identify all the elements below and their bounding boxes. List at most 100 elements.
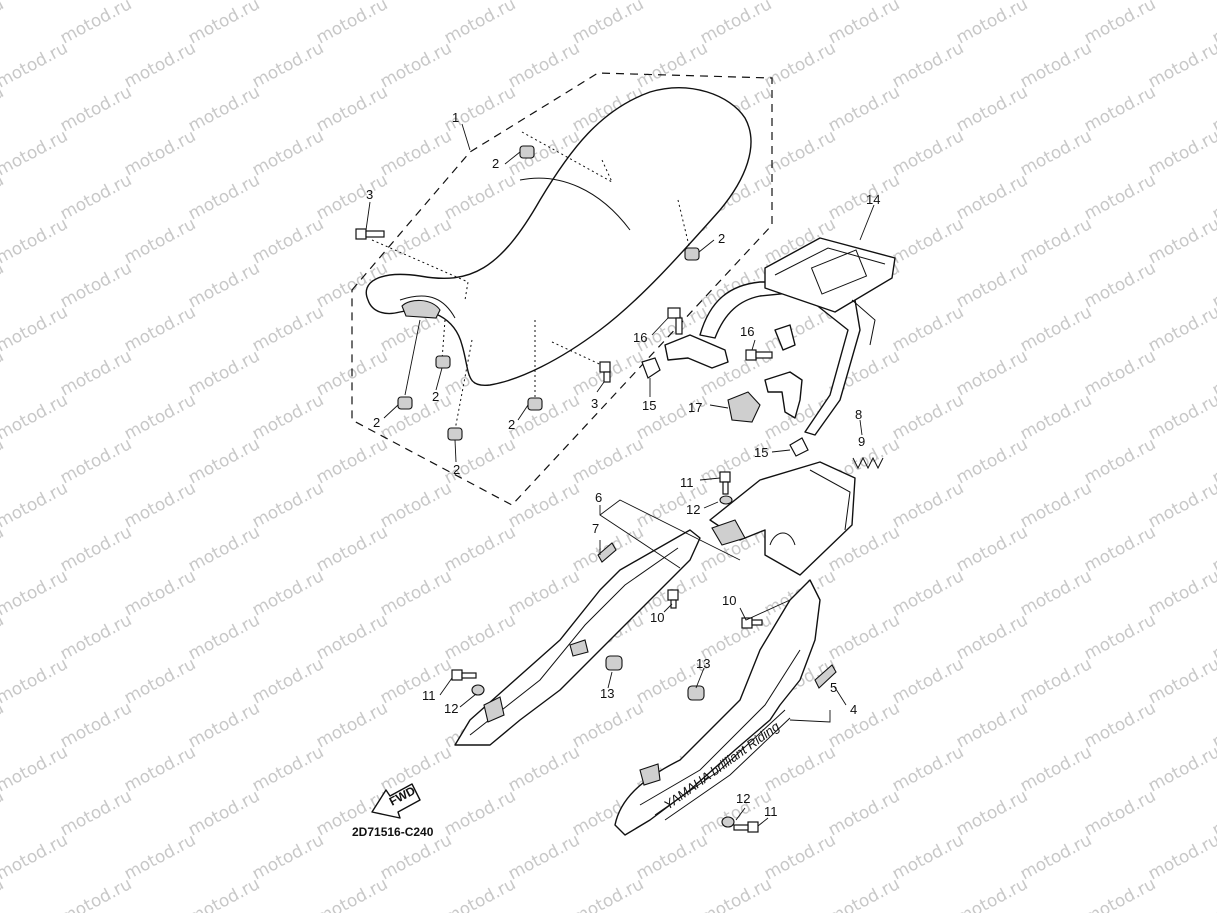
watermark-text: motod.ru [889, 390, 967, 444]
watermark-text: motod.ru [313, 170, 391, 224]
watermark-text: motod.ru [697, 0, 775, 48]
watermark-text: motod.ru [185, 0, 263, 48]
watermark-text: motod.ru [505, 390, 583, 444]
side-cover-right [614, 579, 821, 836]
watermark-text: motod.ru [121, 214, 199, 268]
seat-step-line [519, 177, 631, 231]
watermark-text: motod.ru [313, 522, 391, 576]
watermark-text: motod.ru [1017, 566, 1095, 620]
watermark-text: motod.ru [0, 874, 7, 913]
watermark-text: motod.ru [185, 698, 263, 752]
watermark-text: motod.ru [1017, 0, 1095, 4]
damper-2c [435, 355, 451, 369]
callout-10: 10 [650, 610, 664, 625]
tail-cowl-edge [809, 469, 851, 531]
watermark-text: motod.ru [505, 38, 583, 92]
watermark-text: motod.ru [121, 742, 199, 796]
tail-cowl [709, 461, 856, 576]
watermark-text: motod.ru [825, 610, 903, 664]
callout-17: 17 [688, 400, 702, 415]
watermark-text: motod.ru [249, 478, 327, 532]
bolt-11c [733, 821, 759, 833]
watermark-text: motod.ru [57, 610, 135, 664]
watermark-text: motod.ru [0, 0, 7, 48]
seat-mount-dots-7 [441, 319, 446, 361]
bolt-16a [667, 307, 683, 335]
watermark-text: motod.ru [953, 434, 1031, 488]
emblem-9 [852, 456, 884, 470]
watermark-text: motod.ru [761, 126, 839, 180]
bolt-16b [745, 349, 773, 361]
watermark-text: motod.ru [1081, 170, 1159, 224]
watermark-text: motod.ru [1145, 478, 1217, 532]
watermark-text: motod.ru [1081, 698, 1159, 752]
grommet-13a [605, 655, 623, 671]
callout-10: 10 [722, 593, 736, 608]
side-cover-left-tab [569, 639, 589, 657]
watermark-text: motod.ru [121, 38, 199, 92]
watermark-text: motod.ru [185, 434, 263, 488]
washer-12c [721, 816, 735, 828]
watermark-text: motod.ru [1081, 434, 1159, 488]
watermark-text: motod.ru [825, 0, 903, 48]
bolt-3b [599, 361, 611, 383]
damper-2a [519, 145, 535, 159]
watermark-text: motod.ru [377, 126, 455, 180]
watermark-text: motod.ru [0, 566, 71, 620]
callout-4: 4 [850, 702, 857, 717]
watermark-text: motod.ru [953, 522, 1031, 576]
watermark-text: motod.ru [377, 0, 455, 4]
watermark-text: motod.ru [1017, 302, 1095, 356]
watermark-text: motod.ru [249, 38, 327, 92]
watermark-text: motod.ru [953, 82, 1031, 136]
watermark-text: motod.ru [57, 522, 135, 576]
side-cover-left-crease [469, 547, 679, 736]
watermark-text: motod.ru [761, 0, 839, 4]
watermark-text: motod.ru [889, 830, 967, 884]
watermark-text: motod.ru [313, 434, 391, 488]
side-cover-right-clip [639, 763, 661, 786]
watermark-text: motod.ru [57, 0, 135, 48]
callout-2: 2 [432, 389, 439, 404]
watermark-text: motod.ru [0, 214, 71, 268]
watermark-text: motod.ru [0, 478, 71, 532]
watermark-text: motod.ru [1081, 258, 1159, 312]
callout-2: 2 [373, 415, 380, 430]
watermark-text: motod.ru [761, 830, 839, 884]
watermark-text: motod.ru [57, 874, 135, 913]
grommet-13b [687, 685, 705, 701]
bolt-3a [355, 228, 385, 240]
side-cover-right-crease [639, 649, 801, 806]
watermark-text: motod.ru [825, 874, 903, 913]
watermark-text: motod.ru [249, 830, 327, 884]
watermark-text: motod.ru [1081, 874, 1159, 913]
callout-7: 7 [592, 521, 599, 536]
watermark-text: motod.ru [889, 566, 967, 620]
watermark-text: motod.ru [1017, 478, 1095, 532]
tail-cowl-plate [711, 519, 746, 546]
watermark-text: motod.ru [569, 874, 647, 913]
watermark-text: motod.ru [953, 698, 1031, 752]
watermark-text: motod.ru [377, 742, 455, 796]
callout-12: 12 [444, 701, 458, 716]
cap-15b [789, 437, 809, 457]
washer-12b [471, 684, 485, 696]
watermark-text: motod.ru [633, 0, 711, 4]
watermark-text: motod.ru [953, 258, 1031, 312]
watermark-text: motod.ru [441, 522, 519, 576]
watermark-text: motod.ru [505, 478, 583, 532]
watermark-text: motod.ru [0, 390, 71, 444]
watermark-text: motod.ru [249, 0, 327, 4]
watermark-text: motod.ru [953, 786, 1031, 840]
callout-12: 12 [686, 502, 700, 517]
watermark-text: motod.ru [121, 0, 199, 4]
carrier-bracket-left [664, 334, 729, 369]
damper-2d [397, 396, 413, 410]
watermark-text: motod.ru [121, 478, 199, 532]
watermark-text: motod.ru [889, 302, 967, 356]
watermark-text: motod.ru [1017, 830, 1095, 884]
carrier-stay [851, 299, 876, 346]
watermark-text: motod.ru [185, 874, 263, 913]
watermark-text: motod.ru [825, 170, 903, 224]
watermark-text: motod.ru [569, 698, 647, 752]
